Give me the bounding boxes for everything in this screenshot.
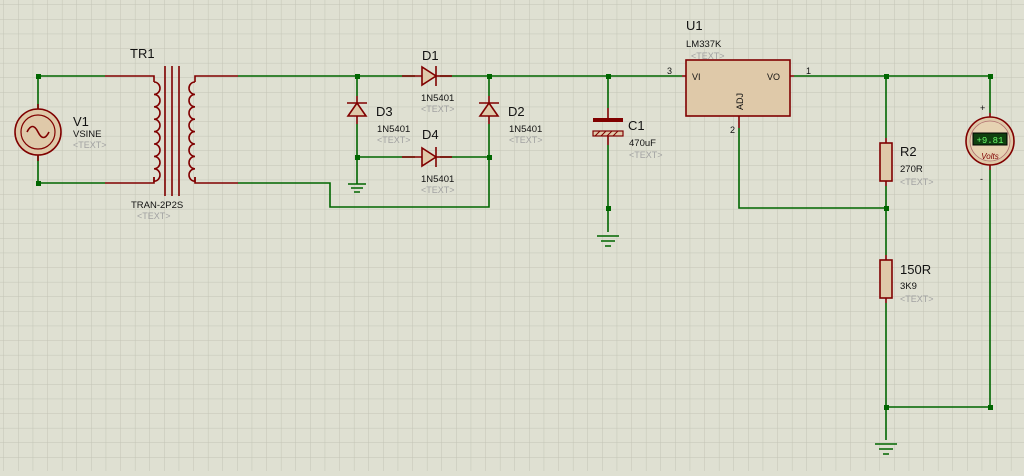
u1-pin-adj-label: ADJ — [735, 93, 745, 110]
u1-text-placeholder: <TEXT> — [691, 51, 725, 61]
ground-c1 — [597, 235, 619, 247]
voltmeter-minus-label: - — [980, 174, 983, 184]
junction-node — [884, 206, 889, 211]
d4-text-placeholder: <TEXT> — [421, 185, 455, 195]
r2-value-label: 270R — [900, 164, 923, 175]
tr1-ref-label: TR1 — [130, 46, 155, 61]
d3-value-label: 1N5401 — [377, 124, 410, 135]
junction-node — [487, 155, 492, 160]
ground-d3 — [348, 180, 366, 193]
d1-text-placeholder: <TEXT> — [421, 104, 455, 114]
junction-node — [355, 155, 360, 160]
c1-ref-label: C1 — [628, 118, 645, 133]
u1-pin-vi-label: VI — [692, 72, 701, 82]
d2-value-label: 1N5401 — [509, 124, 542, 135]
voltmeter[interactable] — [965, 113, 1015, 170]
r150-text-placeholder: <TEXT> — [900, 294, 934, 304]
r2-resistor[interactable] — [879, 138, 893, 186]
d1-ref-label: D1 — [422, 48, 439, 63]
ground-output — [875, 443, 897, 455]
u1-pin-number-vi: 3 — [667, 66, 672, 76]
junction-node — [884, 74, 889, 79]
d2-diode[interactable] — [478, 96, 500, 124]
junction-node — [36, 181, 41, 186]
junction-node — [487, 74, 492, 79]
r2-text-placeholder: <TEXT> — [900, 177, 934, 187]
u1-pin-number-adj: 2 — [730, 125, 735, 135]
junction-node — [606, 206, 611, 211]
c1-value-label: 470uF — [629, 138, 656, 149]
wire[interactable] — [738, 128, 886, 209]
junction-node — [884, 405, 889, 410]
v1-sine-source[interactable] — [14, 104, 62, 161]
voltmeter-reading: +9.81 — [976, 136, 1003, 146]
wire[interactable] — [238, 157, 490, 208]
d3-text-placeholder: <TEXT> — [377, 135, 411, 145]
tr1-transformer[interactable] — [105, 66, 238, 196]
r2-ref-label: R2 — [900, 144, 917, 159]
d2-ref-label: D2 — [508, 104, 525, 119]
voltmeter-unit: Volts — [981, 152, 999, 161]
voltmeter-plus-label: + — [980, 103, 985, 113]
u1-pin-number-vo: 1 — [806, 66, 811, 76]
junction-node — [988, 74, 993, 79]
d1-value-label: 1N5401 — [421, 93, 454, 104]
d4-value-label: 1N5401 — [421, 174, 454, 185]
d3-diode[interactable] — [346, 96, 368, 124]
d2-text-placeholder: <TEXT> — [509, 135, 543, 145]
u1-ref-label: U1 — [686, 18, 703, 33]
d4-diode[interactable] — [402, 146, 452, 168]
v1-value-label: VSINE — [73, 129, 102, 140]
tr1-text-placeholder: <TEXT> — [137, 211, 171, 221]
junction-node — [36, 74, 41, 79]
junction-node — [988, 405, 993, 410]
r150-value-label: 3K9 — [900, 281, 917, 292]
v1-ref-label: V1 — [73, 114, 89, 129]
u1-pin-vo-label: VO — [767, 72, 780, 82]
r150-resistor[interactable] — [879, 255, 893, 303]
v1-text-placeholder: <TEXT> — [73, 140, 107, 150]
tr1-value-label: TRAN-2P2S — [131, 200, 183, 211]
d1-diode[interactable] — [402, 65, 452, 87]
d3-ref-label: D3 — [376, 104, 393, 119]
u1-regulator[interactable] — [682, 59, 794, 128]
voltmeter-display — [972, 132, 1008, 146]
r150-ref-label: 150R — [900, 262, 931, 277]
u1-value-label: LM337K — [686, 39, 722, 50]
junction-nodes — [36, 74, 993, 410]
junction-node — [606, 74, 611, 79]
d4-ref-label: D4 — [422, 127, 439, 142]
junction-node — [355, 74, 360, 79]
sine-wave-icon — [26, 125, 50, 139]
c1-text-placeholder: <TEXT> — [629, 150, 663, 160]
c1-capacitor[interactable] — [592, 108, 624, 145]
